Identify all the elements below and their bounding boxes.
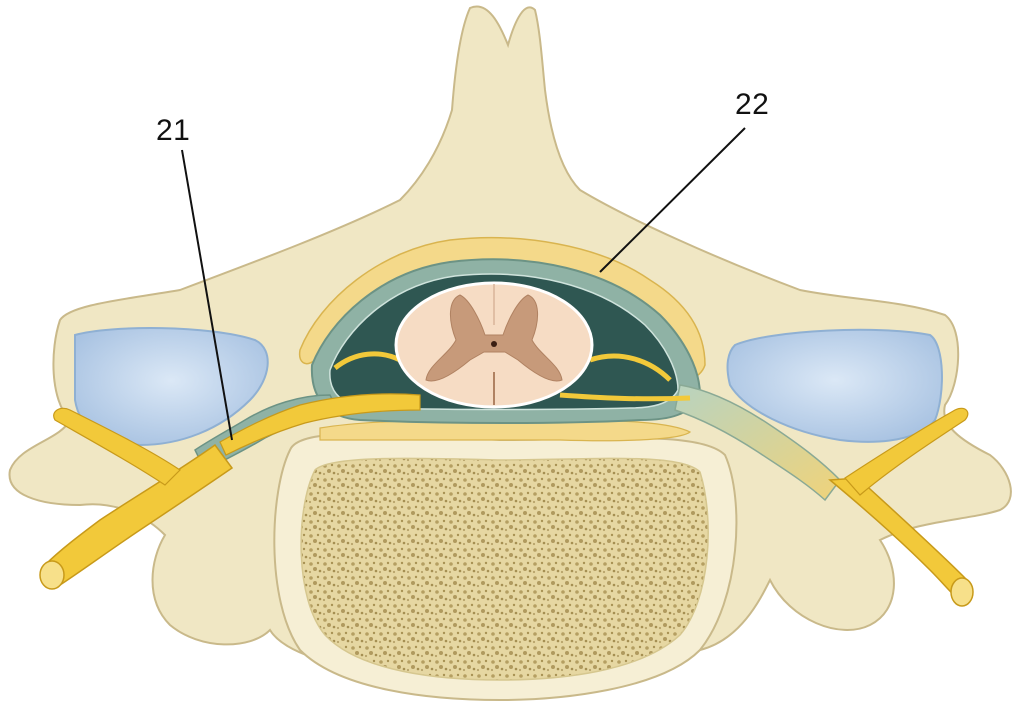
spinal-nerve-right-branch [844,407,969,496]
leader-line-22 [599,127,746,273]
rootlet-right-lower [559,392,691,402]
nerve-cut-end-left [39,560,65,590]
gray-matter [425,294,563,382]
cancellous-bone [300,457,709,681]
leader-line-21 [181,149,233,441]
rootlet-right-upper [589,353,672,382]
spinal-nerve-left-branch [53,407,181,486]
callout-label-21: 21 [156,114,191,147]
callout-label-22: 22 [735,88,770,121]
nerve-cut-end-right [950,577,974,607]
nerve-root-sleeve-right [674,384,841,502]
rootlet-left-upper [333,351,402,370]
nerve-root-left [219,393,421,456]
central-canal [491,341,497,347]
